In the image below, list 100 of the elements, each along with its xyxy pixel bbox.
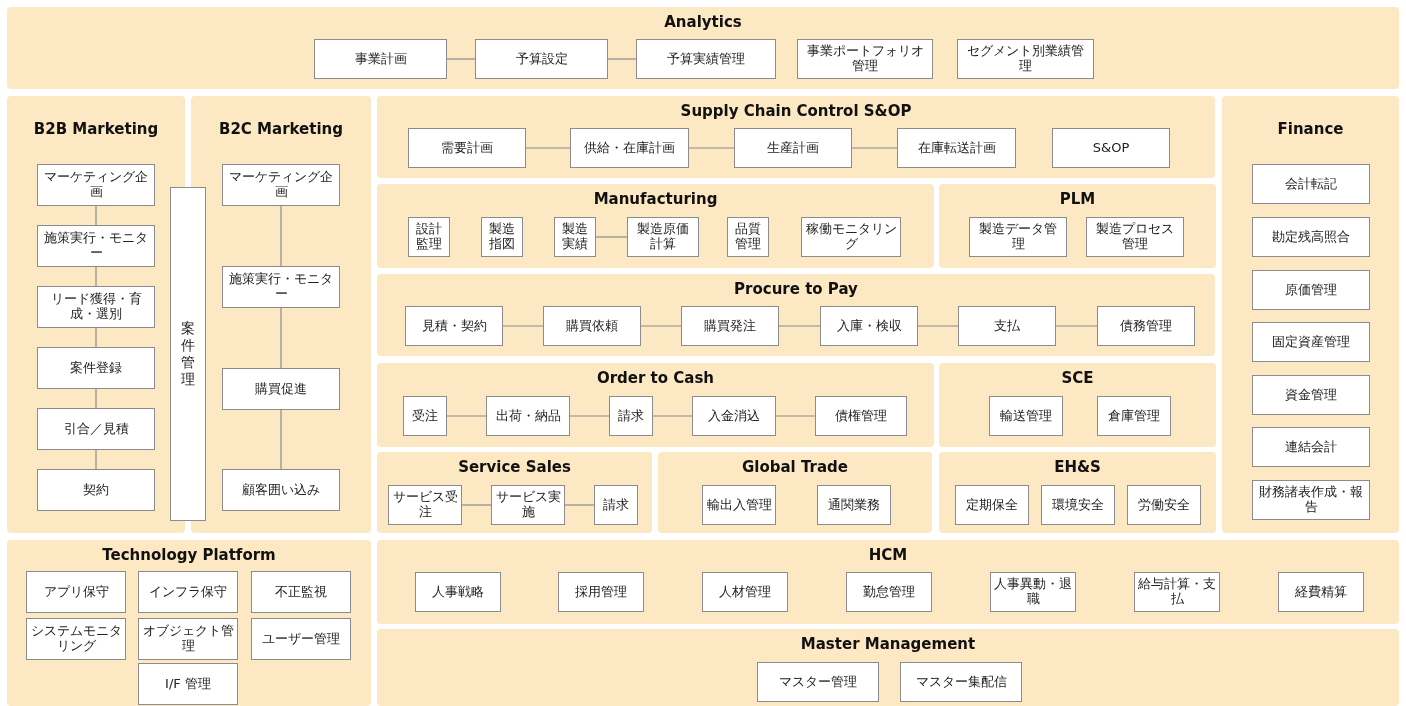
- connector-line: [280, 205, 282, 267]
- section-panel: [377, 184, 934, 268]
- section-title: HCM: [868, 546, 908, 564]
- process-box: 財務諸表作成・報告: [1252, 480, 1370, 520]
- section-panel: [939, 363, 1216, 447]
- connector-line: [95, 327, 97, 348]
- process-box: 供給・在庫計画: [570, 128, 689, 168]
- section-title: Procure to Pay: [734, 280, 858, 298]
- process-box: アプリ保守: [26, 571, 126, 613]
- process-box: 不正監視: [251, 571, 351, 613]
- process-box: 製造データ管理: [969, 217, 1067, 257]
- section-panel: [939, 184, 1216, 268]
- section-title: Service Sales: [458, 458, 571, 476]
- process-box: システムモニタリング: [26, 618, 126, 660]
- process-box: I/F 管理: [138, 663, 238, 705]
- process-box: 品質管理: [727, 217, 769, 257]
- connector-line: [446, 58, 476, 60]
- process-box: 勤怠管理: [846, 572, 932, 612]
- process-box: 人事戦略: [415, 572, 501, 612]
- process-box: 購買発注: [681, 306, 779, 346]
- process-box: 顧客囲い込み: [222, 469, 340, 511]
- process-box: 定期保全: [955, 485, 1029, 525]
- process-box: サービス実施: [491, 485, 565, 525]
- process-box: 受注: [403, 396, 447, 436]
- process-box: 経費精算: [1278, 572, 1364, 612]
- section-panel: [377, 540, 1399, 624]
- process-box: 勘定残高照合: [1252, 217, 1370, 257]
- process-box: 採用管理: [558, 572, 644, 612]
- connector-line: [652, 415, 693, 417]
- process-box: 契約: [37, 469, 155, 511]
- process-box: 給与計算・支払: [1134, 572, 1220, 612]
- process-box: S&OP: [1052, 128, 1170, 168]
- section-title: Finance: [1277, 120, 1344, 138]
- section-title: Manufacturing: [593, 190, 718, 208]
- process-box: 人事異動・退職: [990, 572, 1076, 612]
- process-box: 資金管理: [1252, 375, 1370, 415]
- section-panel: [7, 7, 1399, 89]
- process-box: 予算設定: [475, 39, 608, 79]
- connector-line: [688, 147, 735, 149]
- process-box: 通関業務: [817, 485, 891, 525]
- process-box: 製造プロセス管理: [1086, 217, 1184, 257]
- connector-line: [95, 449, 97, 470]
- connector-line: [95, 266, 97, 287]
- process-box: 原価管理: [1252, 270, 1370, 310]
- process-box: 購買促進: [222, 368, 340, 410]
- section-title: Technology Platform: [102, 546, 276, 564]
- process-box: 見積・契約: [405, 306, 503, 346]
- process-box: 債権管理: [815, 396, 907, 436]
- process-box: サービス受注: [388, 485, 462, 525]
- section-title: B2C Marketing: [219, 120, 343, 138]
- process-box: 製造実績: [554, 217, 596, 257]
- process-box: マスター管理: [757, 662, 879, 702]
- process-box: 支払: [958, 306, 1056, 346]
- connector-line: [640, 325, 682, 327]
- process-box: 会計転記: [1252, 164, 1370, 204]
- process-box: 輸出入管理: [702, 485, 776, 525]
- process-box: 固定資産管理: [1252, 322, 1370, 362]
- connector-line: [564, 504, 595, 506]
- section-panel: [7, 540, 371, 706]
- connector-line: [461, 504, 492, 506]
- connector-line: [917, 325, 959, 327]
- section-title: SCE: [1061, 369, 1094, 387]
- process-box: マーケティング企画: [222, 164, 340, 206]
- connector-line: [775, 415, 816, 417]
- process-box: ユーザー管理: [251, 618, 351, 660]
- process-box: 環境安全: [1041, 485, 1115, 525]
- section-panel: [658, 452, 932, 533]
- process-box: 入金消込: [692, 396, 776, 436]
- process-box: 設計監理: [408, 217, 450, 257]
- process-box: 輸送管理: [989, 396, 1063, 436]
- process-box: 製造原価計算: [627, 217, 699, 257]
- process-box: マスター集配信: [900, 662, 1022, 702]
- connector-line: [525, 147, 571, 149]
- process-box: 債務管理: [1097, 306, 1195, 346]
- process-box: マーケティング企画: [37, 164, 155, 206]
- connector-line: [569, 415, 610, 417]
- process-box: 出荷・納品: [486, 396, 570, 436]
- process-box: リード獲得・育成・選別: [37, 286, 155, 328]
- process-box: 案件管理: [170, 187, 206, 521]
- connector-line: [95, 388, 97, 409]
- process-box: 人材管理: [702, 572, 788, 612]
- connector-line: [280, 409, 282, 470]
- process-box: 需要計画: [408, 128, 526, 168]
- section-panel: [377, 452, 652, 533]
- connector-line: [502, 325, 544, 327]
- process-box: 購買依頼: [543, 306, 641, 346]
- connector-line: [280, 307, 282, 369]
- process-box: 在庫転送計画: [897, 128, 1016, 168]
- process-box: 請求: [609, 396, 653, 436]
- process-box: 予算実績管理: [636, 39, 776, 79]
- process-box: 連結会計: [1252, 427, 1370, 467]
- connector-line: [595, 236, 628, 238]
- section-panel: [939, 452, 1216, 533]
- section-title: Master Management: [800, 635, 976, 653]
- section-title: Global Trade: [742, 458, 848, 476]
- process-box: 労働安全: [1127, 485, 1201, 525]
- process-box: インフラ保守: [138, 571, 238, 613]
- connector-line: [607, 58, 637, 60]
- section-panel: [377, 274, 1215, 356]
- connector-line: [446, 415, 487, 417]
